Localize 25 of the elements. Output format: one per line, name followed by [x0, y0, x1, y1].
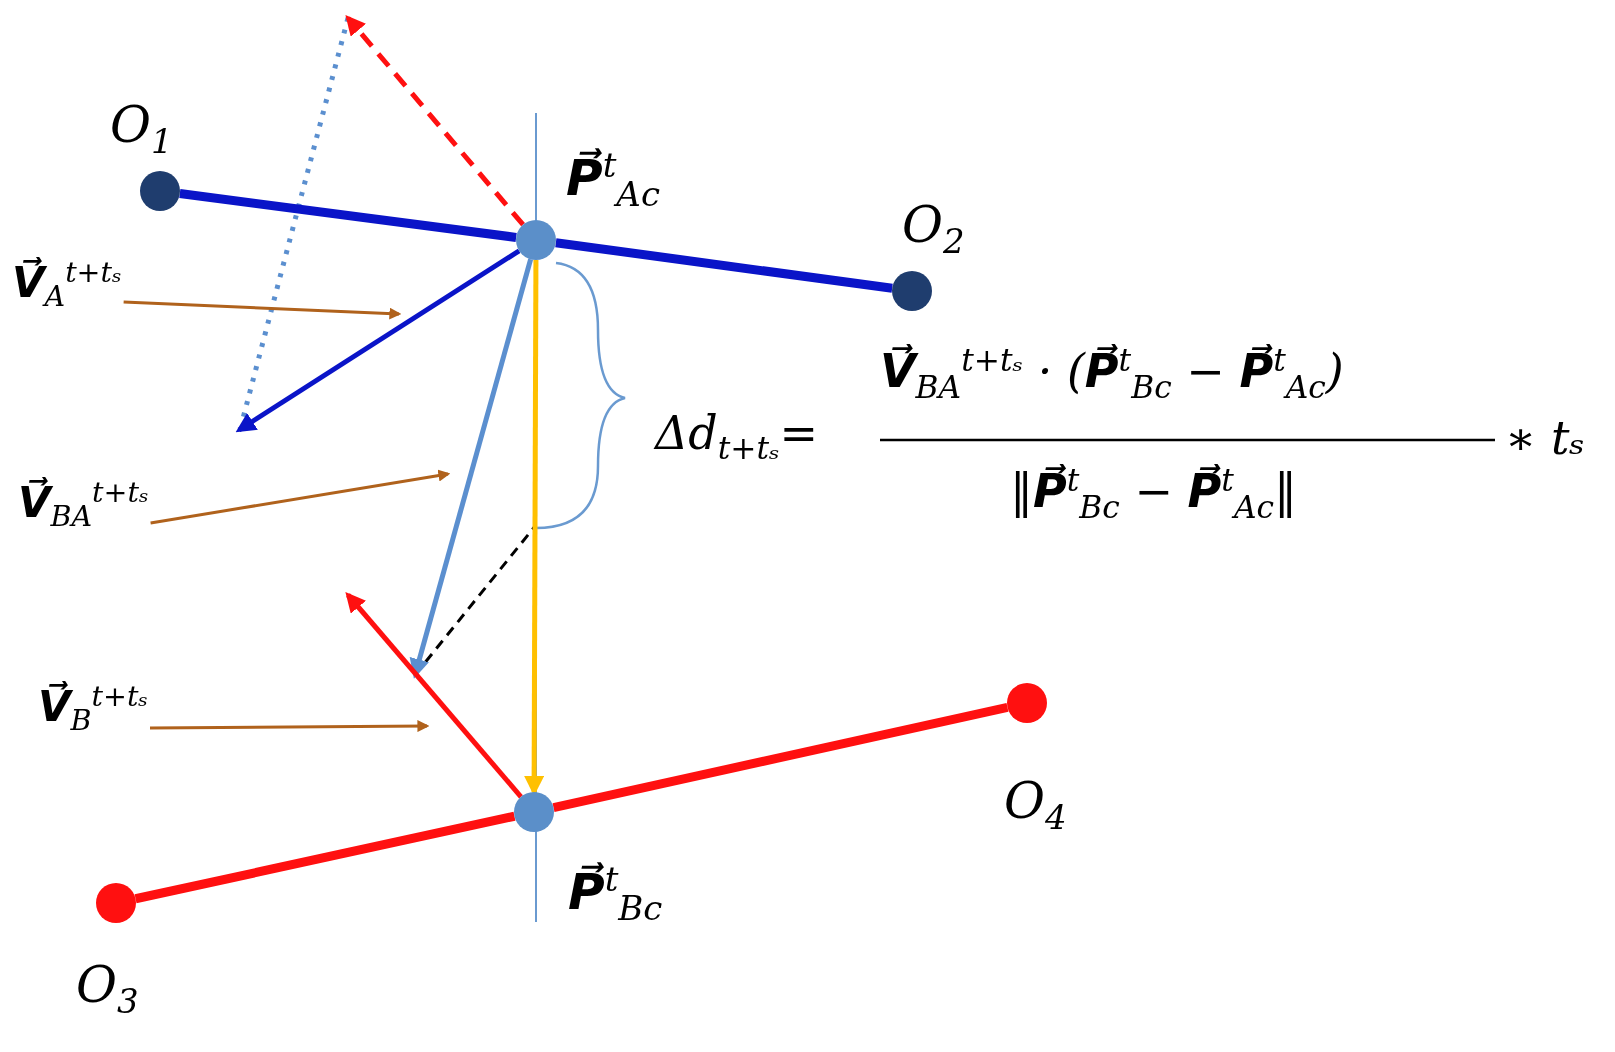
vector-arrow — [345, 14, 525, 227]
line-segment — [134, 811, 516, 904]
vector-arrow — [345, 591, 523, 799]
formula-text: Δd$_{t+tₛ}$= — [655, 410, 819, 465]
point-dot — [140, 171, 180, 211]
point-dot — [514, 792, 554, 832]
point-dot — [892, 271, 932, 311]
formula-text: ‖P⃗$^{t}$$_{Bc}$ − P⃗$^{t}$$_{Ac}$‖ — [1010, 465, 1297, 523]
point-label: O$_{1}$ — [110, 100, 173, 158]
line-segment — [552, 702, 1009, 813]
point-dot — [96, 883, 136, 923]
leader-arrow — [150, 469, 451, 525]
formula-text: ∗ tₛ — [1505, 415, 1585, 461]
point-label: O$_{2}$ — [902, 200, 965, 258]
formula-text: V⃗$_{BA}$$^{t+tₛ}$ · (P⃗$^{t}$$_{Bc}$ − P⃗$^{t}$$_{Ac}$) — [880, 345, 1344, 403]
point-dot — [516, 220, 556, 260]
leader-arrow — [149, 720, 430, 733]
point-label: O$_{3}$ — [76, 960, 139, 1018]
line-segment — [555, 238, 893, 293]
point-label: O$_{4}$ — [1004, 776, 1067, 834]
point-dot — [1007, 683, 1047, 723]
line-segment — [179, 189, 517, 242]
leader-arrow — [123, 300, 402, 320]
vector-arrow — [409, 258, 534, 679]
vector-arrow — [235, 248, 521, 433]
